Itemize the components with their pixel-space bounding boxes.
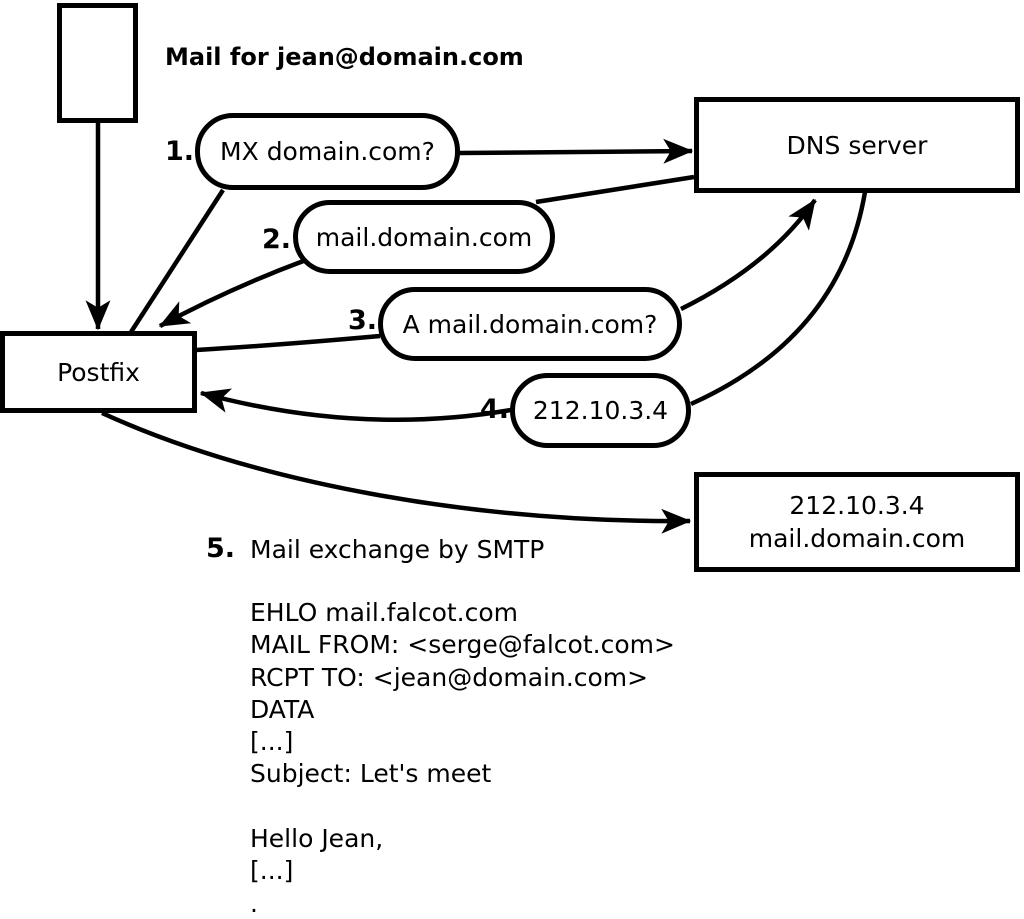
query-a-pill: A mail.domain.com? [378,287,682,361]
mail-server-ip: 212.10.3.4 [789,491,925,520]
step-4-number: 4. [479,394,509,425]
step-2-number: 2. [261,224,291,255]
dns-server-label: DNS server [786,130,928,160]
arrow-response2-to-postfix [158,257,307,328]
mail-message-box [57,3,138,123]
postfix-label: Postfix [57,357,140,387]
line-postfix-to-query3 [195,333,381,353]
line-postfix-to-query1 [129,188,225,334]
response-a-pill: 212.10.3.4 [510,373,691,448]
query-mx-pill: MX domain.com? [195,113,460,190]
smtp-line: [...] [250,727,294,757]
smtp-line: EHLO mail.falcot.com [250,598,519,627]
line-dns-to-response4 [690,191,868,407]
response-a-label: 212.10.3.4 [532,396,669,425]
step-1-number: 1. [164,136,194,167]
line-dns-to-response2 [535,174,695,205]
response-mx-label: mail.domain.com [315,222,533,252]
smtp-line: . [250,888,258,918]
step-3-number: 3. [347,305,377,336]
smtp-line: DATA [250,694,315,724]
smtp-session-transcript: EHLO mail.falcot.com MAIL FROM: <serge@f… [250,597,675,919]
arrow-query3-to-dns [680,198,817,312]
query-a-label: A mail.domain.com? [402,309,658,339]
postfix-node: Postfix [0,331,197,413]
smtp-line: RCPT TO: <jean@domain.com> [250,662,649,692]
response-mx-pill: mail.domain.com [293,200,555,274]
smtp-line: Hello Jean, [250,824,384,854]
arrow-postfix-to-mailserver [101,410,692,534]
smtp-line [250,791,675,823]
smtp-line: MAIL FROM: <serge@falcot.com> [250,630,675,660]
arrow-query1-to-dns [458,138,694,164]
step-5-label: Mail exchange by SMTP [250,535,545,564]
smtp-line: [...] [250,856,294,886]
arrow-response4-to-postfix [199,388,512,423]
diagram-title: Mail for jean@domain.com [165,43,524,71]
mail-server-host: mail.domain.com [748,524,966,553]
query-mx-label: MX domain.com? [220,137,435,166]
smtp-line: Subject: Let's meet [250,759,492,789]
dns-server-node: DNS server [694,97,1020,193]
mail-server-node: 212.10.3.4 mail.domain.com [694,472,1020,572]
step-5-number: 5. [205,533,235,564]
